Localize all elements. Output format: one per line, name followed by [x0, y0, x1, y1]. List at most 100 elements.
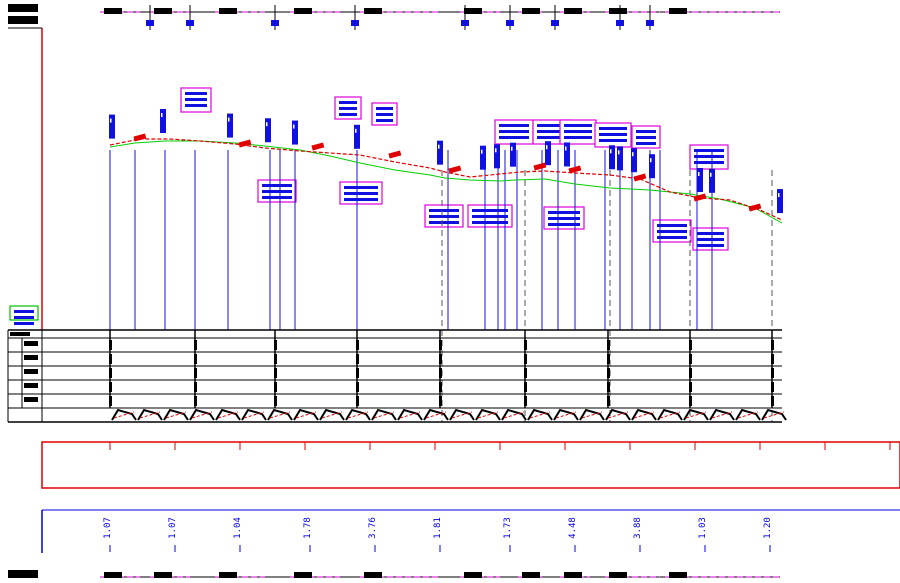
callout-text-line — [344, 186, 378, 189]
band-value-label: 1.07 — [168, 517, 178, 539]
callout-text-line — [697, 238, 724, 241]
band-value-label: 1.07 — [103, 517, 113, 539]
table-row-label — [24, 369, 38, 374]
elevation-scale — [8, 27, 43, 330]
strip-pipe-icon — [186, 20, 194, 26]
table-cell-glyph — [274, 354, 277, 364]
table-row-label — [24, 397, 38, 402]
callout-text-line — [548, 211, 580, 214]
callout-text-line — [636, 136, 656, 139]
profile-strip-glyph — [735, 408, 761, 421]
pipe-marker-tick — [632, 152, 634, 157]
strip-label-glyph — [669, 572, 687, 578]
title-strip-bottom — [8, 570, 780, 578]
profile-strip-dash — [633, 411, 655, 419]
design-profile-line — [109, 138, 783, 221]
callout-text-line — [185, 98, 207, 101]
design-label-glyph — [693, 193, 707, 202]
callout-text-line — [548, 217, 580, 220]
pipe-marker-tick — [511, 146, 513, 151]
band-value-label: 1.20 — [763, 517, 773, 539]
pipe-marker-tick — [110, 118, 112, 123]
design-label-glyph — [311, 142, 325, 151]
design-label-glyph — [133, 133, 147, 142]
pipe-marker — [709, 168, 715, 193]
pipe-marker — [631, 148, 637, 173]
table-cell-glyph — [689, 354, 692, 364]
callout-text-line — [599, 139, 627, 142]
pipe-markers — [109, 109, 783, 214]
callout-text-line — [657, 230, 687, 233]
pipe-callout-boxes — [9, 87, 729, 325]
strip-label-glyph — [294, 572, 312, 578]
pipe-marker-tick — [355, 128, 357, 133]
table-cell-glyph — [607, 368, 610, 378]
pipe-marker — [564, 142, 570, 167]
pipe-marker-tick — [228, 117, 230, 122]
table-cell-glyph — [524, 368, 527, 378]
callout-text-line — [339, 101, 357, 104]
station-lines — [109, 150, 773, 422]
pipe-marker — [480, 145, 486, 170]
strip-label-glyph — [104, 572, 122, 578]
title-block-label — [8, 4, 38, 12]
profile-strip-glyph — [319, 408, 345, 421]
table-header-label — [10, 332, 30, 336]
pipe-marker-tick — [698, 172, 700, 176]
profile-strip-glyph — [761, 408, 787, 421]
strip-pipe-icon — [646, 20, 654, 26]
strip-label-glyph — [219, 572, 237, 578]
profile-strip-glyph — [527, 408, 553, 421]
design-label-glyph — [448, 165, 462, 174]
table-cell-glyph — [274, 368, 277, 378]
pipe-marker-tick — [710, 172, 712, 177]
pipe-marker-tick — [565, 146, 567, 151]
table-cell-glyph — [689, 340, 692, 350]
table-cell-glyph — [439, 354, 442, 364]
pipe-marker — [777, 189, 783, 214]
table-cell-glyph — [524, 340, 527, 350]
callout-text-line — [564, 124, 592, 127]
table-cell-glyph — [274, 396, 277, 406]
callout-text-line — [499, 124, 529, 127]
strip-label-glyph — [522, 572, 540, 578]
strip-label-glyph — [609, 572, 627, 578]
table-cell-glyph — [771, 354, 774, 364]
strip-label-glyph — [564, 8, 582, 14]
table-cell-glyph — [607, 396, 610, 406]
strip-label-glyph — [294, 8, 312, 14]
callout-text-line — [599, 133, 627, 136]
table-cell-glyph — [194, 382, 197, 392]
design-label-glyph — [238, 139, 252, 148]
callout-text-line — [499, 136, 529, 139]
profile-strip-glyph — [241, 408, 267, 421]
profile-strip-dash — [529, 411, 551, 419]
table-row-label — [24, 341, 38, 346]
callout-text-line — [564, 136, 592, 139]
callout-text-line — [599, 127, 627, 130]
callout-text-line — [636, 130, 656, 133]
callout-text-line — [657, 236, 687, 239]
pipe-marker — [697, 168, 703, 192]
profile-strip-glyph — [267, 408, 293, 421]
table-cell-glyph — [607, 354, 610, 364]
strip-label-glyph — [364, 8, 382, 14]
callout-text-line — [697, 244, 724, 247]
callout-text-line — [14, 316, 34, 319]
band-value-label: 1.03 — [698, 517, 708, 539]
profile-strip-glyph — [683, 408, 709, 421]
table-cell-glyph — [356, 382, 359, 392]
profile-strip-glyph — [657, 408, 683, 421]
band-value-label: 3.88 — [633, 517, 643, 539]
strip-label-glyph — [522, 8, 540, 14]
title-block-label — [8, 16, 38, 24]
strip-label-glyph — [609, 8, 627, 14]
profile-strip-dash — [737, 411, 759, 419]
table-cell-glyph — [439, 396, 442, 406]
profile-strip-dash — [711, 411, 733, 419]
callout-text-line — [376, 107, 393, 110]
callout-text-line — [548, 223, 580, 226]
table-cell-glyph — [274, 382, 277, 392]
callout-text-line — [537, 136, 567, 139]
